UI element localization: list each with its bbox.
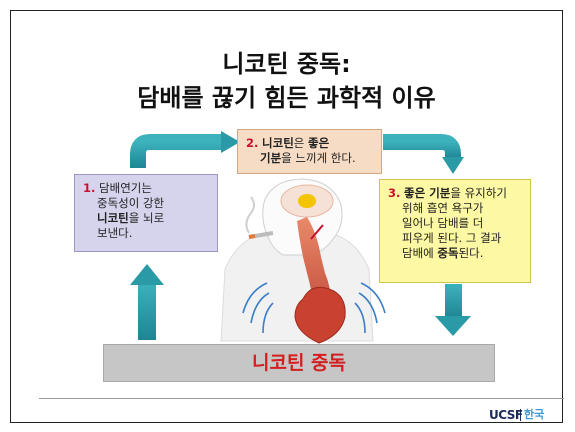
callout-step-2: 2. 니코틴은 좋은 기분을 느끼게 한다. [237,129,382,174]
callout-1-line-3: 을 뇌로 [129,211,164,225]
callout-2-feeling: 기분 [260,151,281,165]
callout-2-good: 좋은 [308,136,329,150]
arrow-top-left [138,131,240,168]
ucsf-logo: UCSF [489,408,523,422]
step-number-3: 3. [388,186,400,200]
arrow-left-up [130,264,164,340]
callout-3-addiction: 중독 [437,246,458,260]
callout-3-good-feeling: 좋은 기분 [404,186,450,200]
callout-3-line-1: 을 유지하기 [450,186,507,200]
step-number-1: 1. [83,181,95,195]
footer-divider [39,398,564,399]
callout-2-line-2: 을 느끼게 한다. [281,151,355,165]
arrow-right-down [435,284,471,336]
callout-2-particle: 은 [294,136,308,150]
callout-step-1: 1. 담배연기는 중독성이 강한 니코틴을 뇌로 보낸다. [74,174,218,252]
callout-1-line-1: 담배연기는 [99,181,152,195]
callout-3-line-5-post: 된다. [459,246,484,260]
callout-1-nicotine: 니코틴 [97,211,129,225]
callout-3-line-5-pre: 담배에 [402,246,437,260]
callout-step-3: 3. 좋은 기분을 유지하기 위해 흡연 욕구가 일어나 담배를 더 피우게 된… [379,179,531,283]
callout-1-line-2: 중독성이 강한 [83,196,209,211]
callout-2-nicotine: 니코틴 [262,136,294,150]
arrow-top-right [383,142,464,174]
step-number-2: 2. [246,136,258,150]
nicotine-addiction-bar: 니코틴 중독 [103,344,495,382]
callout-3-line-4: 피우게 된다. 그 결과 [388,231,522,246]
slide: 니코틴 중독: 담배를 끊기 힘든 과학적 이유 [10,10,563,423]
body-illustration [221,179,385,343]
logo-separator [520,409,521,421]
callout-1-line-4: 보낸다. [83,226,209,241]
callout-3-line-2: 위해 흡연 욕구가 [388,201,522,216]
korean-logo: 한국 [524,408,544,422]
callout-3-line-3: 일어나 담배를 더 [388,216,522,231]
